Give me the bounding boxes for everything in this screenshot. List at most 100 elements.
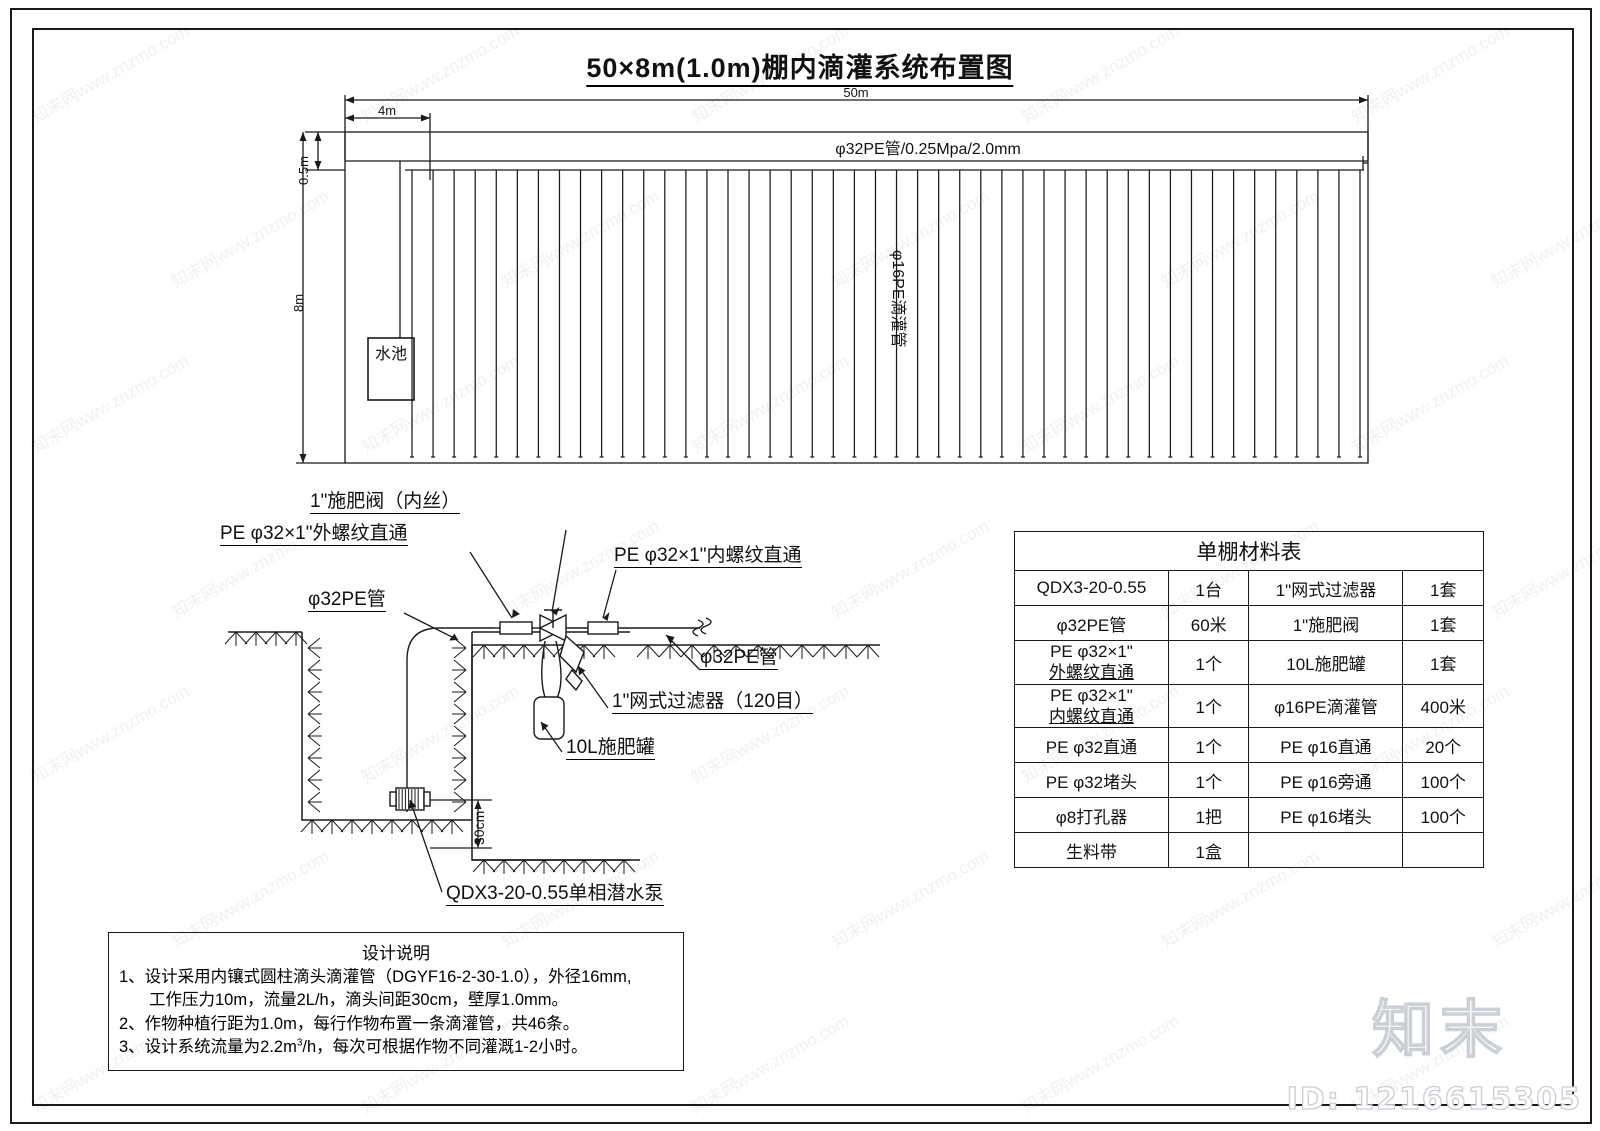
hatch-tuft — [284, 631, 297, 645]
label-pe32-pipe-left: φ32PE管 — [308, 589, 386, 612]
label-fertilizer-tank: 10L施肥罐 — [566, 737, 655, 760]
hatch-tuft — [603, 644, 616, 658]
hatch-tuft — [583, 644, 596, 658]
hatch-tuft — [244, 631, 257, 645]
hatch-tuft — [492, 859, 505, 873]
hatch-tuft — [552, 859, 565, 873]
hatch-tuft — [340, 819, 353, 833]
hatch-tuft — [543, 859, 556, 873]
hatch-tuft — [647, 644, 660, 658]
hatch-tuft — [669, 644, 682, 658]
hatch-tuft — [307, 659, 321, 671]
hatch-tuft — [453, 735, 467, 747]
material-name-cell-2: PE φ16直通 — [1248, 727, 1404, 763]
hatch-tuft — [572, 859, 585, 873]
material-name-cell: 生料带 — [1014, 832, 1169, 868]
hatch-tuft — [532, 859, 545, 873]
water-pool-label: 水池 — [375, 343, 407, 366]
earth-hatch — [224, 631, 880, 874]
hatch-tuft — [453, 691, 467, 703]
label-pump: QDX3-20-0.55单相潜水泵 — [446, 883, 664, 906]
material-qty-cell: 1个 — [1167, 762, 1250, 798]
material-qty-cell-2: 1套 — [1402, 570, 1484, 606]
hatch-tuft — [307, 769, 321, 781]
brand-id-watermark: ID: 1216615305 — [1286, 1081, 1582, 1117]
hatch-tuft — [768, 644, 781, 658]
hatch-tuft — [411, 819, 424, 833]
hatch-tuft — [503, 859, 516, 873]
hatch-tuft — [440, 819, 453, 833]
sheet-outer-border — [10, 8, 1592, 1124]
material-name-cell: φ32PE管 — [1014, 605, 1169, 641]
hatch-tuft — [451, 819, 464, 833]
hatch-tuft — [823, 644, 836, 658]
hatch-tuft — [351, 819, 364, 833]
hatch-tuft — [391, 819, 404, 833]
label-screen-filter: 1"网式过滤器（120目） — [612, 691, 814, 714]
design-note-1a: 1、设计采用内镶式圆柱滴头滴灌管（DGYF16-2-30-1.0），外径16mm… — [119, 968, 632, 986]
hatch-tuft — [532, 644, 545, 658]
material-qty-cell-2: 20个 — [1402, 727, 1484, 763]
hatch-tuft — [360, 819, 373, 833]
hatch-tuft — [307, 691, 321, 703]
hatch-tuft — [492, 644, 505, 658]
hatch-tuft — [483, 644, 496, 658]
hatch-tuft — [453, 801, 467, 813]
hatch-tuft — [311, 819, 324, 833]
hatch-tuft — [255, 631, 268, 645]
hatch-tuft — [307, 801, 321, 813]
material-qty-cell: 1台 — [1167, 570, 1250, 606]
water-pool-box — [367, 337, 415, 401]
label-female-thread-coupling: PE φ32×1"内螺纹直通 — [614, 545, 802, 568]
material-name-cell-2 — [1248, 832, 1404, 868]
design-notes-box: 设计说明 1、设计采用内镶式圆柱滴头滴灌管（DGYF16-2-30-1.0），外… — [108, 932, 684, 1071]
material-name-cell: QDX3-20-0.55 — [1014, 570, 1169, 606]
material-qty-cell: 1个 — [1167, 640, 1250, 685]
material-qty-cell: 60米 — [1167, 605, 1250, 641]
drip-line-group — [410, 170, 1362, 458]
hatch-tuft — [307, 681, 321, 693]
material-name-cell-2: 1"网式过滤器 — [1248, 570, 1404, 606]
water-pool-text: 水池 — [374, 346, 408, 363]
design-note-3b: /h，每次可根据作物不同灌溉1-2小时。 — [302, 1038, 588, 1057]
hatch-tuft — [300, 819, 313, 833]
hatch-tuft — [453, 757, 467, 769]
brand-watermark: 知末 — [1371, 992, 1508, 1067]
material-name-cell-2: PE φ16旁通 — [1248, 762, 1404, 798]
hatch-tuft — [307, 747, 321, 759]
hatch-tuft — [453, 681, 467, 693]
hatch-tuft — [307, 669, 321, 681]
hatch-tuft — [845, 644, 858, 658]
hatch-tuft — [453, 703, 467, 715]
material-qty-cell: 1盒 — [1167, 832, 1250, 868]
hatch-tuft — [735, 644, 748, 658]
materials-table-title: 单棚材料表 — [1014, 531, 1484, 571]
hatch-tuft — [307, 725, 321, 737]
depth-dimension — [430, 799, 492, 849]
material-qty-cell-2 — [1402, 832, 1484, 868]
hatch-tuft — [592, 859, 605, 873]
material-name-cell-2: 10L施肥罐 — [1248, 640, 1404, 685]
hatch-tuft — [636, 644, 649, 658]
hatch-tuft — [453, 659, 467, 671]
material-qty-cell-2: 1套 — [1402, 640, 1484, 685]
material-name-cell-2: 1"施肥阀 — [1248, 605, 1404, 641]
hatch-tuft — [307, 779, 321, 791]
material-name-cell: PE φ32×1"内螺纹直通 — [1014, 683, 1169, 728]
design-note-3-exponent: 3 — [296, 1037, 303, 1049]
hatch-tuft — [724, 644, 737, 658]
hatch-tuft — [523, 644, 536, 658]
hatch-tuft — [592, 644, 605, 658]
material-name-cell-2: PE φ16堵头 — [1248, 797, 1404, 833]
design-notes-title: 设计说明 — [362, 944, 430, 963]
hatch-tuft — [856, 644, 869, 658]
hatch-tuft — [420, 819, 433, 833]
mainline-label: φ32PE管/0.25Mpa/2.0mm — [835, 141, 1021, 158]
hatch-tuft — [691, 644, 704, 658]
